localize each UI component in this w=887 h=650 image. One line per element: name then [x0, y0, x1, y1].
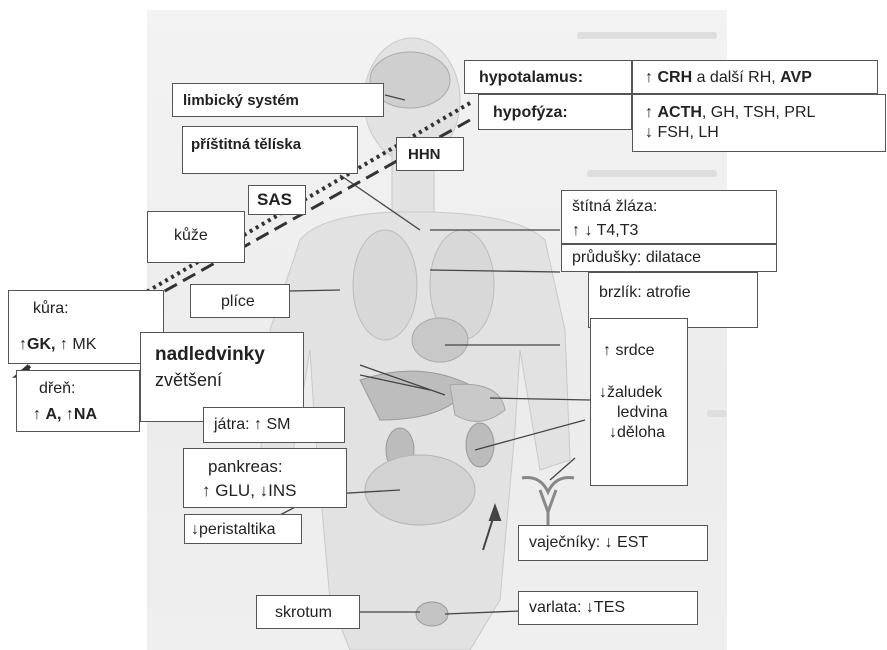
hypotalamus-mid: a další RH, [697, 69, 776, 86]
ledvina-text: ledvina [617, 403, 687, 423]
dren-na: NA [74, 406, 97, 423]
label-peristaltika: ↓peristaltika [184, 514, 302, 544]
srdce-text: srdce [615, 342, 654, 359]
kura-title: kůra: [33, 299, 163, 319]
up-arrow-icon: ↑ [254, 416, 262, 433]
label-hypotalamus-hormones: ↑ CRH a další RH, AVP [632, 60, 878, 94]
label-kuze: kůže [147, 211, 245, 263]
up-arrow-icon: ↑ [645, 69, 653, 86]
down-arrow-icon: ↓ [191, 521, 199, 538]
vajecniky-prefix: vaječníky: [529, 534, 600, 551]
up-arrow-icon: ↑ [19, 336, 27, 353]
down-arrow-icon: ↓ [584, 222, 592, 239]
hypofyza-acth: ACTH [657, 104, 701, 121]
kura-gk: GK, [27, 336, 55, 353]
label-limbicky-system: limbický systém [172, 83, 384, 117]
jatra-prefix: játra: [214, 416, 250, 433]
dren-a: A, [45, 406, 61, 423]
kuze-text: kůže [174, 227, 208, 244]
jatra-value: SM [266, 416, 290, 433]
down-arrow-icon: ↓ [586, 599, 594, 616]
label-sas: SAS [248, 185, 306, 215]
intestines [365, 455, 475, 525]
hypofyza-rest: , GH, TSH, PRL [702, 104, 816, 121]
up-arrow-icon: ↑ [645, 104, 653, 121]
down-arrow-icon: ↓ [599, 384, 607, 401]
up-arrow-icon: ↑ [33, 406, 41, 423]
varlata-prefix: varlata: [529, 599, 581, 616]
prudusky-text: průdušky: dilatace [572, 249, 701, 266]
pristitna-text: příštitná tělíska [191, 136, 301, 153]
hypofyza-line2: FSH, LH [657, 124, 718, 141]
label-vajecniky: vaječníky: ↓ EST [518, 525, 708, 561]
up-arrow-icon: ↑ [603, 342, 611, 359]
brzlik-text: brzlík: atrofie [599, 284, 691, 301]
hhn-text: HHN [408, 146, 441, 163]
kura-mk: MK [72, 336, 96, 353]
label-plice: plíce [190, 284, 290, 318]
down-arrow-icon: ↓ [645, 124, 653, 141]
deloha-text: děloha [617, 424, 665, 441]
label-prudusky: průdušky: dilatace [561, 244, 777, 272]
hypotalamus-avp: AVP [780, 69, 812, 86]
down-arrow-icon: ↓ [260, 481, 269, 500]
hypofyza-text: hypofýza: [493, 104, 568, 121]
plice-text: plíce [221, 293, 255, 310]
nadledvinky-title: nadledvinky [155, 343, 303, 367]
uterus-icon [522, 478, 574, 525]
label-skrotum: skrotum [256, 595, 360, 629]
up-arrow-icon: ↑ [66, 406, 74, 423]
pankreas-title: pankreas: [208, 457, 346, 477]
testes [416, 602, 448, 626]
up-arrow-icon: ↑ [60, 336, 68, 353]
label-pristitna-teliska: příštitná tělíska [182, 126, 358, 174]
hypotalamus-text: hypotalamus: [479, 69, 583, 86]
vajecniky-value: EST [617, 534, 648, 551]
up-arrow-icon: ↑ [202, 481, 211, 500]
label-hypofyza-hormones: ↑ ACTH, GH, TSH, PRL ↓ FSH, LH [632, 94, 886, 152]
stitna-title: štítná žláza: [572, 197, 776, 217]
pankreas-glu: GLU, [215, 481, 255, 500]
down-arrow-icon: ↓ [605, 534, 613, 551]
label-pankreas: pankreas: ↑ GLU, ↓INS [183, 448, 347, 508]
hypotalamus-crh: CRH [657, 69, 692, 86]
peristaltika-text: peristaltika [199, 521, 275, 538]
sas-text: SAS [257, 190, 292, 209]
varlata-value: TES [594, 599, 625, 616]
label-dren: dřeň: ↑ A, ↑NA [16, 370, 140, 432]
kidney-right [466, 423, 494, 467]
left-lung [353, 230, 417, 340]
up-arrow-icon: ↑ [572, 222, 580, 239]
label-jatra: játra: ↑ SM [203, 407, 345, 443]
dren-title: dřeň: [39, 379, 139, 399]
label-hypofyza: hypofýza: [478, 94, 632, 130]
label-hypotalamus: hypotalamus: [464, 60, 632, 94]
label-varlata: varlata: ↓TES [518, 591, 698, 625]
down-arrow-icon: ↓ [609, 424, 617, 441]
heart [412, 318, 468, 362]
label-srdce-group: ↑ srdce ↓žaludek ledvina ↓děloha [590, 318, 688, 486]
stitna-value: T4,T3 [597, 222, 639, 239]
skrotum-text: skrotum [275, 604, 332, 621]
zaludek-text: žaludek [607, 384, 662, 401]
label-stitna-zlaza: štítná žláza: ↑ ↓ T4,T3 [561, 190, 777, 244]
limbicky-text: limbický systém [183, 92, 299, 109]
label-hhn: HHN [396, 137, 464, 171]
nadledvinky-sub: zvětšení [155, 367, 303, 393]
pankreas-ins: INS [268, 481, 296, 500]
